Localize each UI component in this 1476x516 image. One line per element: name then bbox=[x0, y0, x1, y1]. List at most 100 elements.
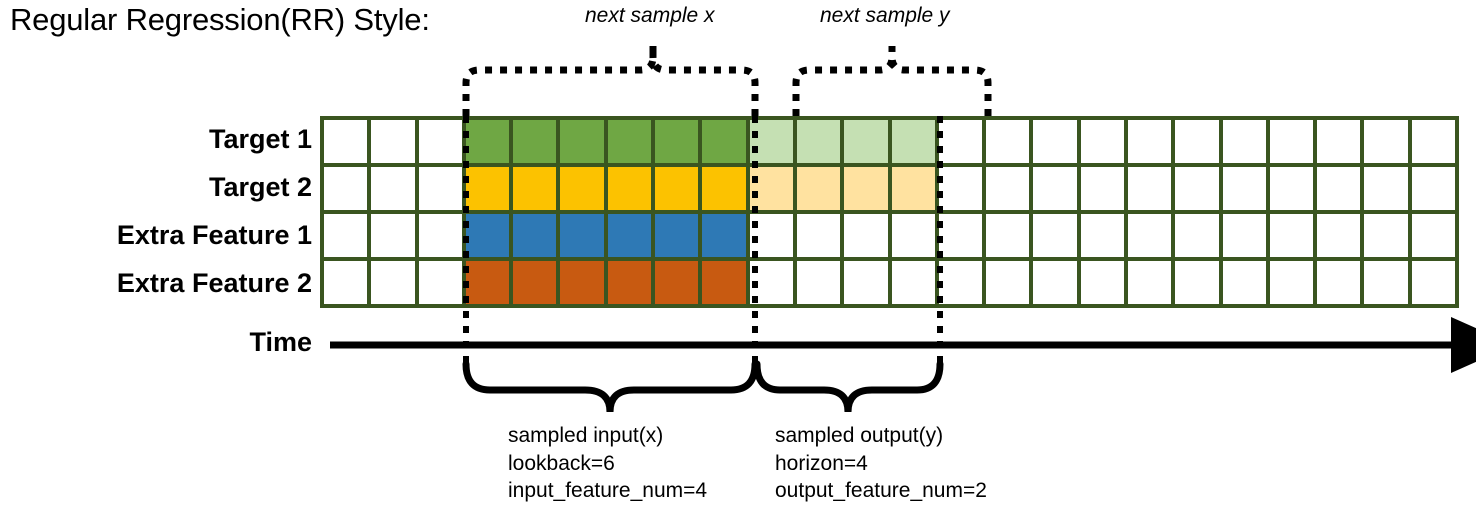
grid-cell-extra-feature-1-col-20 bbox=[1269, 214, 1314, 257]
grid-cell-target-2-col-13 bbox=[938, 167, 983, 210]
grid-cell-target-1-col-16 bbox=[1080, 120, 1124, 163]
bottom-brace-sampled-input bbox=[462, 360, 759, 413]
grid-cell-extra-feature-2-col-19 bbox=[1222, 261, 1266, 304]
grid-cell-extra-feature-2-col-5 bbox=[560, 261, 604, 304]
grid-cell-extra-feature-2-col-16 bbox=[1080, 261, 1124, 304]
grid-cell-target-1-col-13 bbox=[938, 120, 983, 163]
grid-cell-extra-feature-2-col-11 bbox=[844, 261, 888, 304]
annotation-sampled-input: sampled input(x) lookback=6 input_featur… bbox=[508, 422, 707, 505]
dotted-guide-lines bbox=[463, 116, 943, 368]
grid-cell-extra-feature-1-col-13 bbox=[938, 214, 983, 257]
grid-cell-extra-feature-1-col-22 bbox=[1364, 214, 1408, 257]
brace-label-next-sample-x: next sample x bbox=[585, 4, 715, 27]
grid-cell-target-2-col-22 bbox=[1364, 167, 1408, 210]
grid-cell-target-1-col-7 bbox=[655, 120, 699, 163]
annotation-sampled-output-line2: horizon=4 bbox=[775, 451, 868, 475]
grid-cell-extra-feature-2-col-18 bbox=[1175, 261, 1219, 304]
grid-cell-extra-feature-2-col-7 bbox=[655, 261, 699, 304]
grid-cell-target-2-col-6 bbox=[607, 167, 652, 210]
grid-cell-extra-feature-1-col-14 bbox=[986, 214, 1030, 257]
grid-cell-extra-feature-2-col-8 bbox=[702, 261, 746, 304]
grid-cell-target-1-col-9 bbox=[749, 120, 793, 163]
grid-cell-target-2-col-15 bbox=[1033, 167, 1077, 210]
grid-cell-extra-feature-1-col-5 bbox=[560, 214, 604, 257]
annotation-sampled-input-line3: input_feature_num=4 bbox=[508, 479, 708, 503]
grid-cell-extra-feature-1-col-16 bbox=[1080, 214, 1124, 257]
grid-cell-extra-feature-1-col-12 bbox=[891, 214, 935, 257]
grid-cell-target-1-col-4 bbox=[513, 120, 557, 163]
grid-cell-target-1-col-20 bbox=[1269, 120, 1314, 163]
grid-cell-extra-feature-1-col-21 bbox=[1317, 214, 1361, 257]
grid-cell-extra-feature-1-col-2 bbox=[418, 214, 462, 257]
grid-cell-target-2-col-8 bbox=[702, 167, 746, 210]
grid-cell-target-1-col-15 bbox=[1033, 120, 1077, 163]
grid-cell-extra-feature-1-col-17 bbox=[1127, 214, 1172, 257]
grid-cell-target-2-col-1 bbox=[371, 167, 415, 210]
row-label-column: Target 1 Target 2 Extra Feature 1 Extra … bbox=[0, 0, 312, 516]
top-brace-next-sample-x bbox=[462, 46, 759, 116]
annotation-sampled-output-line3: output_feature_num=2 bbox=[775, 479, 987, 503]
grid-cell-extra-feature-1-col-7 bbox=[655, 214, 699, 257]
bottom-brace-sampled-output bbox=[753, 360, 944, 413]
grid-cell-extra-feature-2-col-20 bbox=[1269, 261, 1314, 304]
brace-label-next-sample-y: next sample y bbox=[820, 4, 950, 27]
grid-cell-target-1-col-10 bbox=[796, 120, 841, 163]
grid-cell-target-2-col-19 bbox=[1222, 167, 1266, 210]
grid-cell-extra-feature-2-col-3 bbox=[465, 261, 510, 304]
annotation-sampled-input-line1: sampled input(x) bbox=[508, 424, 664, 447]
grid-cell-target-2-col-10 bbox=[796, 167, 841, 210]
grid-cell-extra-feature-1-col-11 bbox=[844, 214, 888, 257]
grid-cell-extra-feature-2-col-23 bbox=[1411, 261, 1455, 304]
grid-cell-target-2-col-11 bbox=[844, 167, 888, 210]
grid-cell-target-1-col-17 bbox=[1127, 120, 1172, 163]
grid-cell-target-2-col-3 bbox=[465, 167, 510, 210]
grid-cell-extra-feature-1-col-1 bbox=[371, 214, 415, 257]
grid-cell-target-1-col-3 bbox=[465, 120, 510, 163]
grid-cell-extra-feature-1-col-15 bbox=[1033, 214, 1077, 257]
grid-cell-target-2-col-2 bbox=[418, 167, 462, 210]
grid-cell-extra-feature-2-col-15 bbox=[1033, 261, 1077, 304]
grid-cell-target-1-col-5 bbox=[560, 120, 604, 163]
grid-cell-extra-feature-2-col-13 bbox=[938, 261, 983, 304]
grid-cell-target-2-col-12 bbox=[891, 167, 935, 210]
grid-cell-target-1-col-23 bbox=[1411, 120, 1455, 163]
grid-cell-extra-feature-2-col-21 bbox=[1317, 261, 1361, 304]
grid-cell-target-2-col-21 bbox=[1317, 167, 1361, 210]
grid-cell-extra-feature-1-col-18 bbox=[1175, 214, 1219, 257]
grid-cell-target-2-col-5 bbox=[560, 167, 604, 210]
grid-cell-extra-feature-1-col-4 bbox=[513, 214, 557, 257]
grid-cell-target-1-col-19 bbox=[1222, 120, 1266, 163]
annotation-sampled-output: sampled output(y) horizon=4 output_featu… bbox=[775, 422, 987, 505]
annotation-sampled-output-line1: sampled output(y) bbox=[775, 424, 944, 447]
grid-cell-target-2-col-9 bbox=[749, 167, 793, 210]
top-brace-next-sample-y bbox=[792, 46, 992, 116]
grid-cell-extra-feature-1-col-0 bbox=[324, 214, 368, 257]
grid-cell-extra-feature-1-col-19 bbox=[1222, 214, 1266, 257]
grid-cell-extra-feature-2-col-4 bbox=[513, 261, 557, 304]
grid-cell-extra-feature-2-col-1 bbox=[371, 261, 415, 304]
time-axis-label: Time bbox=[249, 327, 312, 357]
grid-cell-target-1-col-11 bbox=[844, 120, 888, 163]
grid-cell-target-1-col-22 bbox=[1364, 120, 1408, 163]
grid-cell-extra-feature-2-col-12 bbox=[891, 261, 935, 304]
grid-cell-target-2-col-17 bbox=[1127, 167, 1172, 210]
grid-cell-target-1-col-14 bbox=[986, 120, 1030, 163]
grid-cell-extra-feature-2-col-2 bbox=[418, 261, 462, 304]
grid-cell-extra-feature-2-col-10 bbox=[796, 261, 841, 304]
grid-cell-extra-feature-2-col-14 bbox=[986, 261, 1030, 304]
grid-cell-target-2-col-16 bbox=[1080, 167, 1124, 210]
grid-cell-target-2-col-20 bbox=[1269, 167, 1314, 210]
grid-cell-target-1-col-18 bbox=[1175, 120, 1219, 163]
grid-cell-target-1-col-12 bbox=[891, 120, 935, 163]
grid-cell-extra-feature-2-col-6 bbox=[607, 261, 652, 304]
grid-cell-extra-feature-1-col-8 bbox=[702, 214, 746, 257]
grid-cell-extra-feature-2-col-22 bbox=[1364, 261, 1408, 304]
row-label-target-1: Target 1 bbox=[208, 124, 312, 154]
grid-cell-target-1-col-6 bbox=[607, 120, 652, 163]
grid-cell-target-1-col-2 bbox=[418, 120, 462, 163]
grid-cell-target-1-col-0 bbox=[324, 120, 368, 163]
timeline-grid bbox=[320, 116, 1459, 308]
grid-cell-target-2-col-7 bbox=[655, 167, 699, 210]
